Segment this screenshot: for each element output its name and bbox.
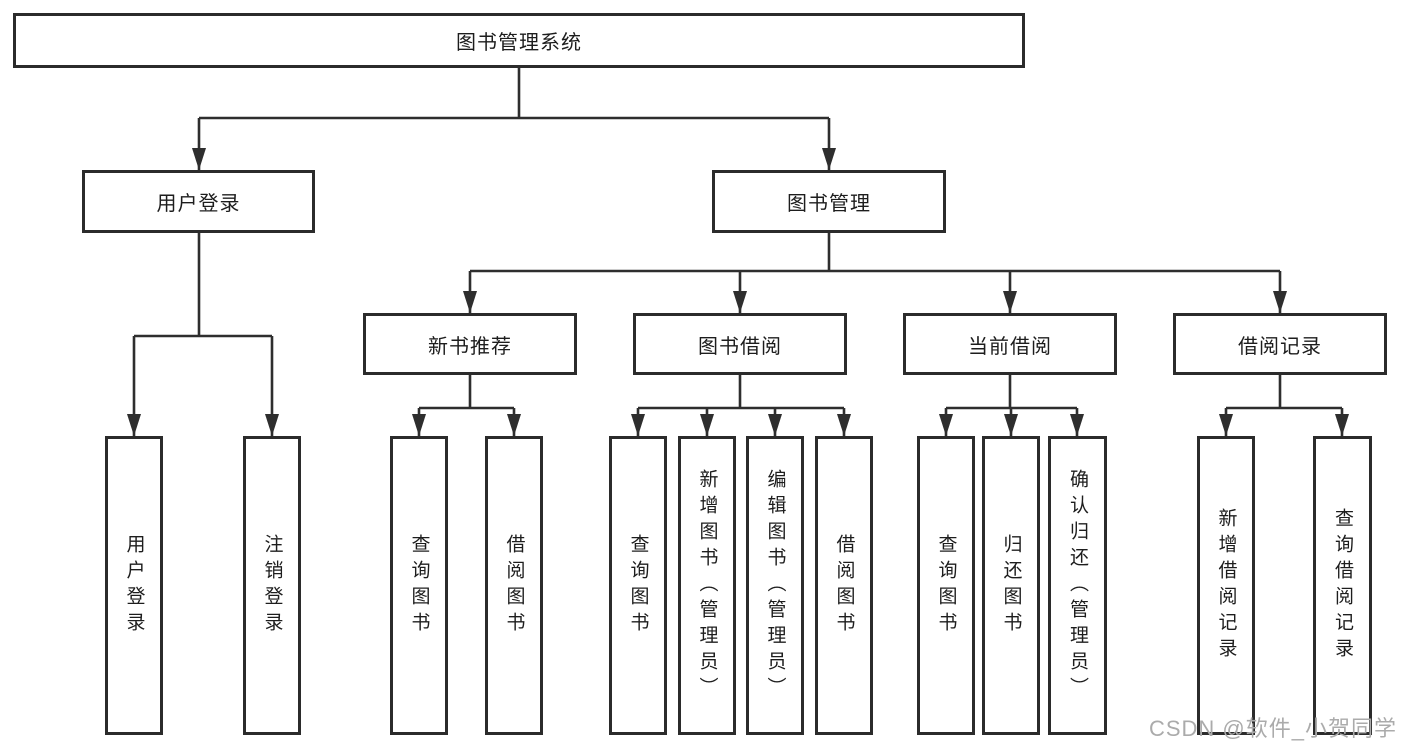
leaf-logout: 注销登录 — [243, 436, 301, 735]
leaf-borrow-books-recommend: 借阅图书 — [485, 436, 543, 735]
node-book-borrowing: 图书借阅 — [633, 313, 847, 375]
leaf-borrow-books-borrowing: 借阅图书 — [815, 436, 873, 735]
node-book-management: 图书管理 — [712, 170, 946, 233]
connector-arrows — [127, 118, 1349, 436]
leaf-add-book-admin: 新增图书（管理员） — [678, 436, 736, 735]
csdn-watermark: CSDN @软件_小贺同学 — [1148, 716, 1397, 741]
connector-trunks — [134, 68, 1342, 410]
node-user-login: 用户登录 — [82, 170, 315, 233]
leaf-add-borrow-record: 新增借阅记录 — [1197, 436, 1255, 735]
leaf-return-books: 归还图书 — [982, 436, 1040, 735]
leaf-edit-book-admin: 编辑图书（管理员） — [746, 436, 804, 735]
node-new-book-recommendation: 新书推荐 — [363, 313, 577, 375]
leaf-query-books-recommend: 查询图书 — [390, 436, 448, 735]
leaf-query-books-current: 查询图书 — [917, 436, 975, 735]
leaf-query-borrow-record: 查询借阅记录 — [1313, 436, 1372, 735]
node-current-borrowing: 当前借阅 — [903, 313, 1117, 375]
node-borrowing-records: 借阅记录 — [1173, 313, 1387, 375]
leaf-user-login: 用户登录 — [105, 436, 163, 735]
node-library-management-system: 图书管理系统 — [13, 13, 1025, 68]
leaf-confirm-return-admin: 确认归还（管理员） — [1048, 436, 1107, 735]
leaf-query-books-borrowing: 查询图书 — [609, 436, 667, 735]
